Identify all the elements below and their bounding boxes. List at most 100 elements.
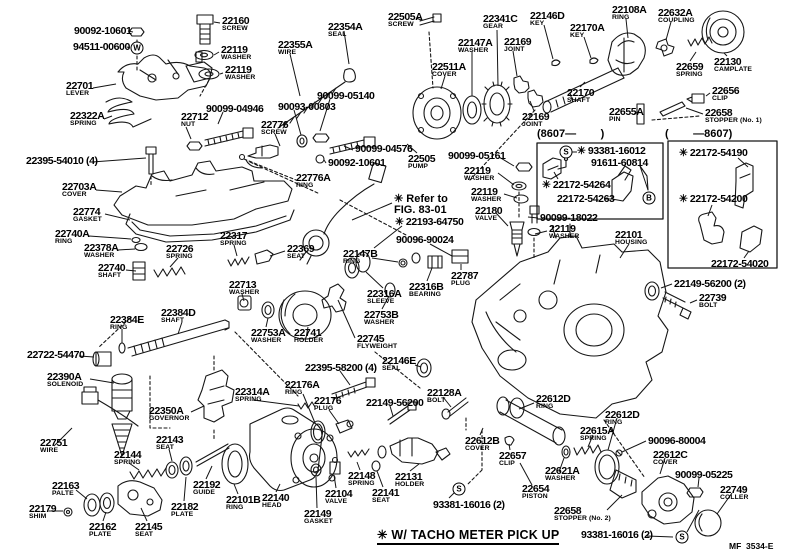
leader-line — [414, 364, 422, 368]
leader-line — [619, 243, 630, 259]
leader-line — [625, 18, 629, 39]
part-label-93381-16012: ✳ 93381-16012 — [577, 145, 646, 157]
part-label-90099-05225: 90099-05225 — [675, 469, 733, 481]
leader-line — [426, 267, 433, 282]
leader-line — [689, 299, 698, 304]
leader-line — [365, 271, 384, 289]
leader-line — [126, 46, 131, 49]
leader-line — [685, 107, 704, 115]
drive-shaft-sketch — [542, 10, 745, 125]
leader-line — [498, 156, 515, 167]
callout-boxes-sketch — [536, 140, 778, 269]
leader-line — [389, 405, 394, 417]
leader-line — [269, 250, 286, 257]
part-label-90099-05140: 90099-05140 — [317, 90, 375, 102]
governor-shaft-sketch — [92, 251, 432, 397]
leader-line — [607, 417, 618, 451]
leader-line — [78, 355, 95, 358]
marker-circle-B: B — [642, 191, 656, 205]
leader-line — [252, 399, 300, 407]
part-label-93381-160162: 93381-16016 (2) — [581, 529, 653, 541]
leader-line — [233, 483, 239, 495]
leader-line — [275, 483, 281, 493]
leader-line — [328, 409, 340, 425]
part-label-90099-18022: 90099-18022 — [540, 212, 598, 224]
leader-line — [496, 29, 499, 87]
leader-line — [707, 204, 713, 217]
leader-line — [371, 257, 399, 263]
leader-line — [274, 133, 281, 147]
leader-line — [343, 145, 354, 151]
leader-line — [185, 126, 192, 140]
part-label-90093-00803: 90093-00803 — [278, 101, 336, 113]
leader-line — [128, 462, 140, 471]
leader-line — [305, 326, 309, 339]
leader-line — [337, 299, 356, 339]
leader-line — [606, 494, 623, 511]
sensor-sketch — [299, 162, 387, 265]
fastener-row-sketch — [186, 127, 376, 181]
governor-bracket-sketch — [197, 355, 316, 441]
leader-line — [534, 230, 548, 235]
part-label-22172-54020: 22172-54020 — [711, 258, 769, 270]
marker-circle-S: S — [452, 482, 466, 496]
leader-line — [373, 225, 403, 249]
leader-line — [89, 378, 115, 384]
leader-line — [177, 321, 183, 335]
leader-line — [381, 295, 390, 310]
part-label-90099-05161: 90099-05161 — [448, 150, 506, 162]
leader-line — [233, 244, 238, 257]
leader-line — [495, 212, 509, 227]
part-label-94511-00600: 94511-00600 — [73, 41, 130, 53]
leader-line — [319, 98, 331, 132]
part-label-90096-80004: 90096-80004 — [648, 435, 706, 447]
marker-circle-S: S — [559, 145, 573, 159]
leader-line — [104, 213, 131, 221]
leader-line — [512, 50, 518, 77]
leader-line — [579, 81, 586, 88]
leader-line — [88, 235, 132, 240]
housing-sketch — [471, 223, 669, 419]
leader-line — [415, 17, 422, 21]
leader-line — [558, 457, 565, 473]
gear-train-sketch — [412, 13, 544, 140]
leader-line — [343, 30, 350, 65]
figure-code: MF 3534-E — [729, 541, 774, 551]
leader-line — [339, 370, 351, 386]
part-label-93381-160162: 93381-16016 (2) — [433, 499, 505, 511]
leader-line — [442, 396, 452, 408]
part-label-8607: ( —8607) — [665, 128, 733, 140]
leader-line — [587, 434, 594, 448]
leader-line — [479, 427, 484, 436]
leader-line — [519, 462, 533, 486]
